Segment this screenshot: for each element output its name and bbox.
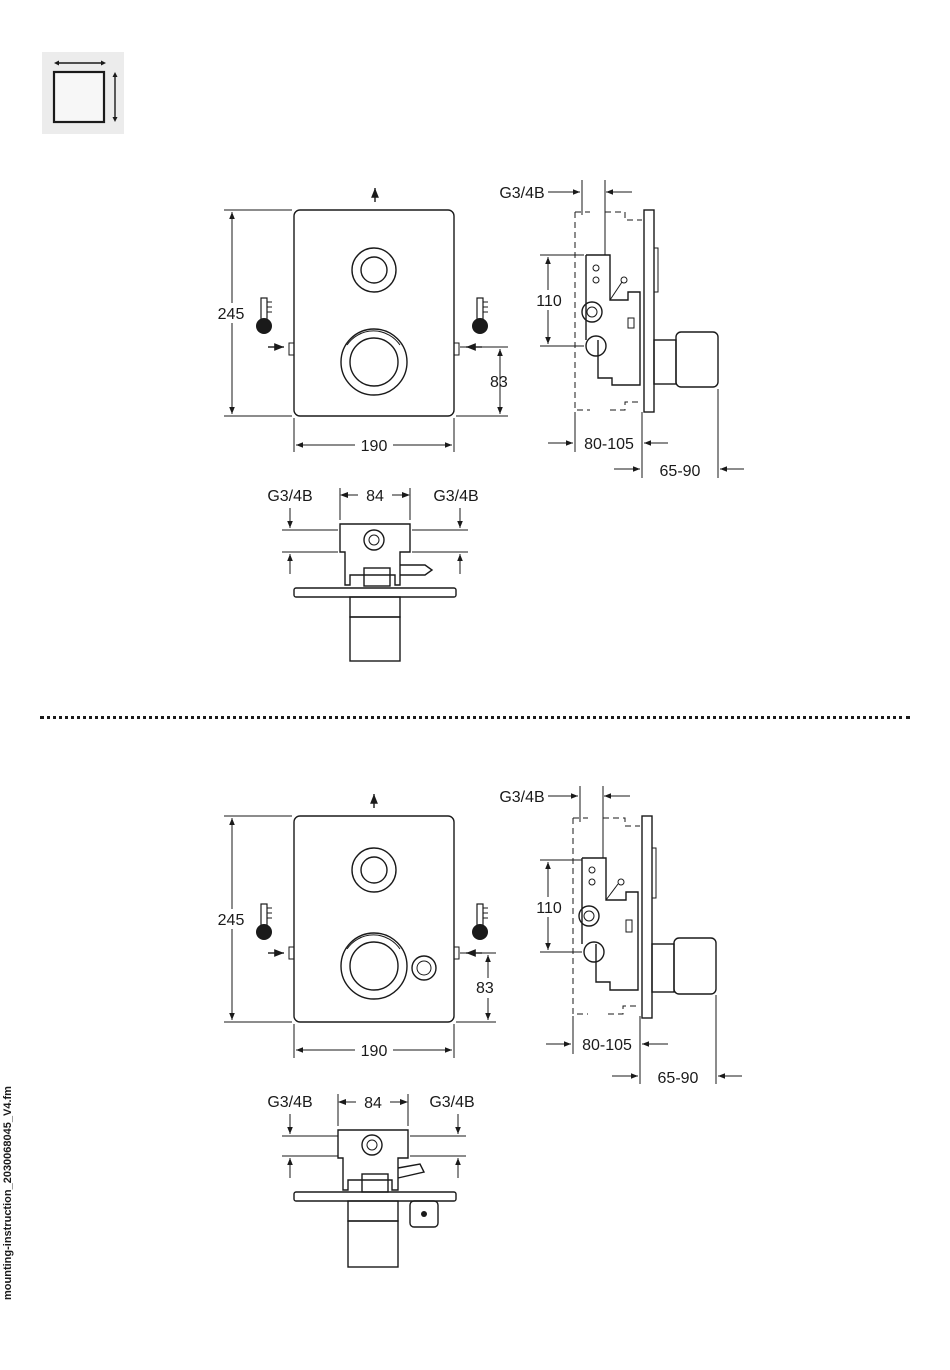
top-view-2: G3/4B G3/4B 84 — [267, 1094, 474, 1267]
side-height-label: 110 — [536, 900, 562, 917]
side-thread-label: G3/4B — [499, 789, 544, 806]
front-height-label: 245 — [218, 912, 245, 929]
side-view-2: G3/4B 110 80-105 65-90 — [499, 786, 742, 1087]
front-width-label: 190 — [361, 1043, 388, 1060]
thermometer-cold-icon — [472, 904, 488, 940]
top-thread-right-label: G3/4B — [429, 1094, 474, 1111]
spacing-label: 84 — [364, 1095, 382, 1112]
projection-label: 65-90 — [658, 1070, 699, 1087]
top-thread-left-label: G3/4B — [267, 1094, 312, 1111]
inlet-offset-label: 83 — [476, 980, 494, 997]
footer-filename: mounting-instruction_2030068045_V4.fm — [2, 1086, 14, 1300]
wall-depth-label: 80-105 — [582, 1037, 632, 1054]
thermometer-hot-icon — [256, 904, 272, 940]
front-view-2: 245 190 83 — [214, 794, 498, 1060]
